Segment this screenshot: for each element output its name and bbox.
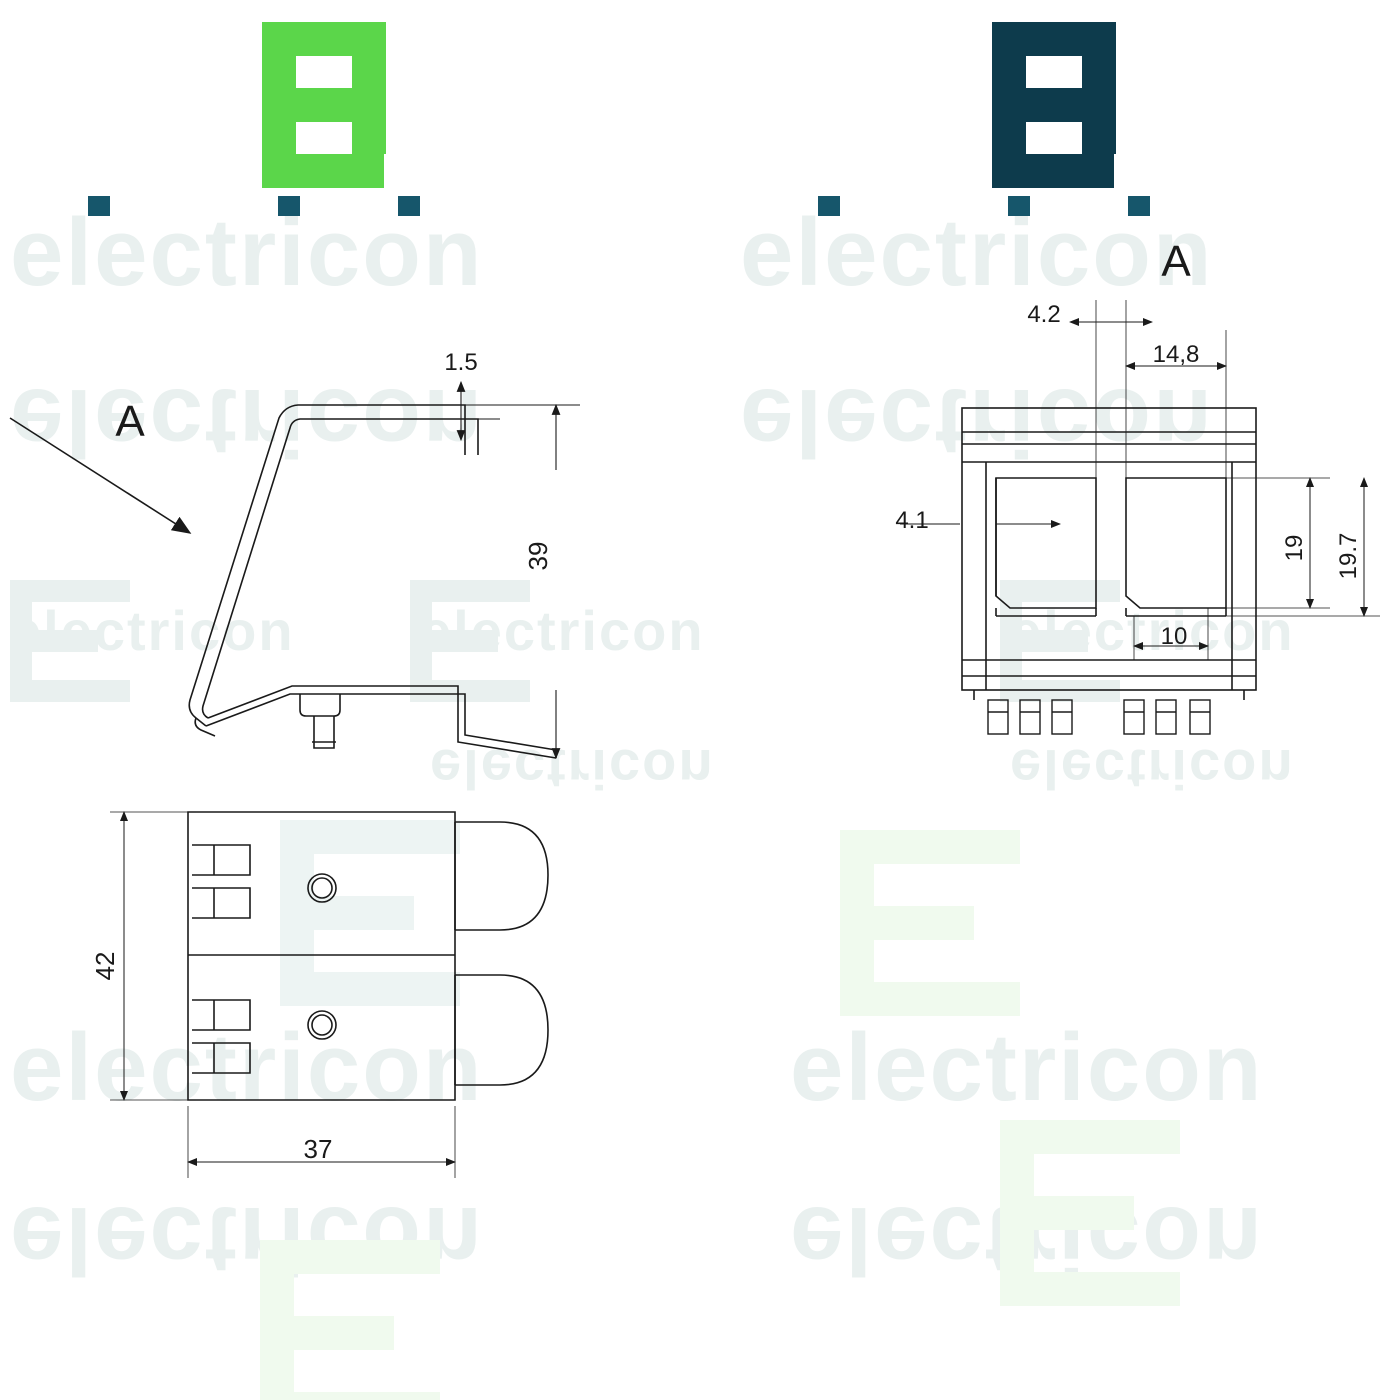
dim-label-1-5: 1.5 [444,349,477,376]
top-view-geometry [187,811,549,1101]
detail-view-dimensions [900,300,1380,660]
watermark-text-mirror: electricon [740,369,1214,476]
electricon-logo-green-underline [88,196,420,216]
electricon-logo-dark-underline [818,196,1150,216]
dim-label-19: 19 [1281,535,1308,562]
watermark-text: electricon [10,1014,484,1121]
callout-label-right: A [1161,237,1191,286]
watermark-logo-mark [410,580,530,702]
dim-label-10: 10 [1161,623,1188,650]
watermark-text-mirror: electricon [10,369,484,476]
watermark-text: electricon [740,199,1214,306]
detail-view-geometry [961,407,1257,735]
watermark-text-mirror: electricon [430,738,715,801]
dim-label-19-7: 19.7 [1335,533,1362,580]
watermark-logo-green [840,830,1020,1016]
dim-label-42: 42 [90,952,120,981]
watermark-logo-green [1000,1120,1180,1306]
side-view-geometry [188,404,557,759]
electricon-logo-dark [992,22,1116,188]
callout-label-left: A [115,397,145,446]
watermark-logo-mark [1000,580,1120,702]
side-view-dimension-labels: 1.5 39 A [115,349,553,570]
side-view-dimensions [9,380,580,760]
top-view-dimension-labels: 42 37 [90,952,332,1164]
dim-label-14-8: 14,8 [1153,341,1200,368]
top-view-dimensions [110,811,456,1178]
dim-label-39: 39 [523,542,553,571]
watermark-logo-green [260,1240,440,1400]
watermark-text-mirror: electricon [1010,738,1295,801]
watermark-text: electricon [10,199,484,306]
dim-label-37: 37 [304,1134,333,1164]
detail-view-dimension-labels: 4.2 14,8 4.1 19 19.7 10 A [895,237,1362,650]
dim-label-4-1: 4.1 [895,507,928,534]
watermark-text: electricon [790,1014,1264,1121]
electricon-logo-green [262,22,386,188]
dim-label-4-2: 4.2 [1027,301,1060,328]
watermark-logo-mark [10,580,130,702]
watermark-logo-gray [280,820,460,1006]
